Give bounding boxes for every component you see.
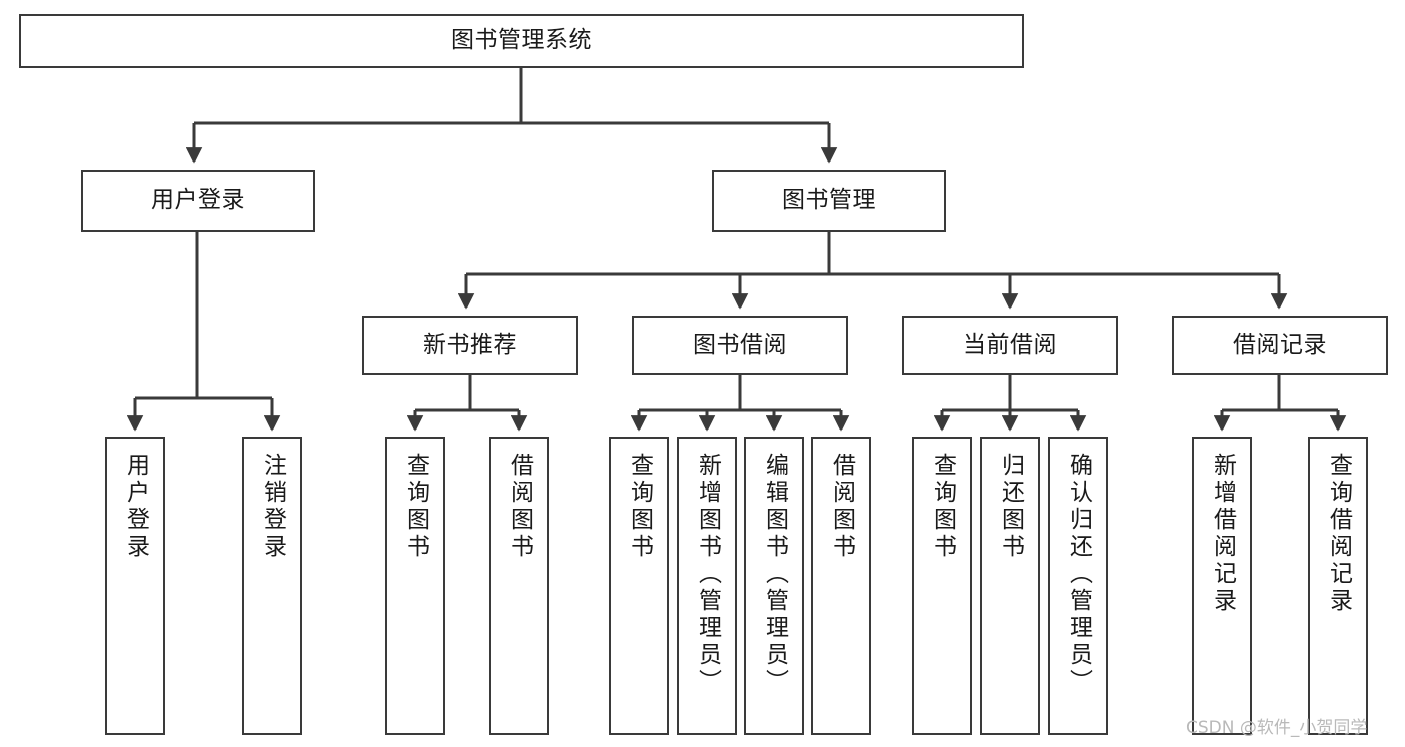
node-label: 新增图书（管理员） [694,453,721,696]
node-label: 注销登录 [259,453,286,561]
node-label: 当前借阅 [963,331,1057,358]
node-new-book-recommend[interactable]: 新书推荐 [362,316,578,375]
leaf-recommend-query-book[interactable]: 查询图书 [385,437,445,735]
leaf-current-query-book[interactable]: 查询图书 [912,437,972,735]
leaf-recommend-borrow-book[interactable]: 借阅图书 [489,437,549,735]
node-label: 查询图书 [626,453,653,561]
node-label: 图书管理 [782,187,876,214]
leaf-user-logout[interactable]: 注销登录 [242,437,302,735]
node-root-system[interactable]: 图书管理系统 [19,14,1024,68]
node-label: 查询图书 [402,453,429,561]
node-label: 图书借阅 [693,331,787,358]
node-borrow-record[interactable]: 借阅记录 [1172,316,1388,375]
node-label: 归还图书 [997,453,1024,561]
node-label: 借阅记录 [1233,331,1327,358]
node-label: 用户登录 [151,187,245,214]
leaf-user-login[interactable]: 用户登录 [105,437,165,735]
node-label: 编辑图书（管理员） [761,453,788,696]
leaf-current-return-book[interactable]: 归还图书 [980,437,1040,735]
node-user-login[interactable]: 用户登录 [81,170,315,232]
leaf-current-confirm-return-admin[interactable]: 确认归还（管理员） [1048,437,1108,735]
leaf-borrow-edit-book-admin[interactable]: 编辑图书（管理员） [744,437,804,735]
node-label: 用户登录 [122,453,149,561]
node-label: 新书推荐 [423,331,517,358]
csdn-watermark: CSDN @软件_小贺同学 [1186,718,1368,738]
node-label: 借阅图书 [828,453,855,561]
node-label: 图书管理系统 [451,27,592,54]
node-label: 查询借阅记录 [1325,453,1352,615]
leaf-borrow-query-book[interactable]: 查询图书 [609,437,669,735]
leaf-borrow-borrow-book[interactable]: 借阅图书 [811,437,871,735]
node-book-borrow[interactable]: 图书借阅 [632,316,848,375]
node-label: 确认归还（管理员） [1065,453,1092,696]
leaf-record-query-record[interactable]: 查询借阅记录 [1308,437,1368,735]
node-book-management[interactable]: 图书管理 [712,170,946,232]
leaf-borrow-add-book-admin[interactable]: 新增图书（管理员） [677,437,737,735]
node-label: 查询图书 [929,453,956,561]
node-label: 新增借阅记录 [1209,453,1236,615]
node-current-borrow[interactable]: 当前借阅 [902,316,1118,375]
leaf-record-add-record[interactable]: 新增借阅记录 [1192,437,1252,735]
node-label: 借阅图书 [506,453,533,561]
